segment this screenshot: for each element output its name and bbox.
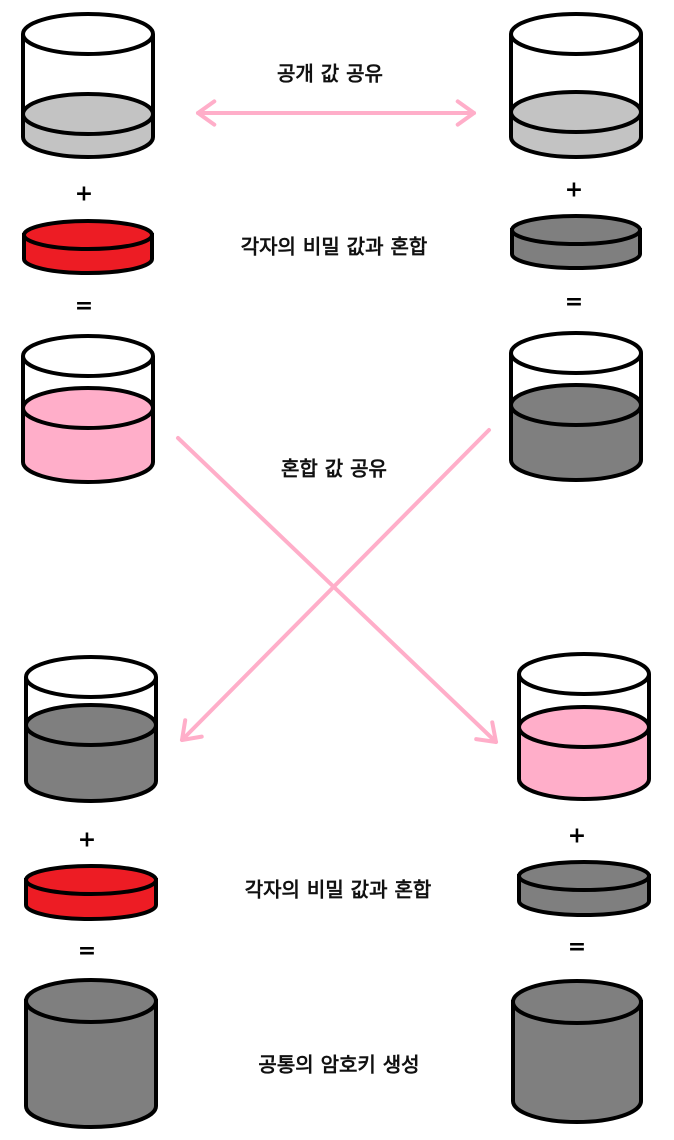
label-share-mixed: 혼합 값 공유 — [281, 456, 387, 481]
equals-sign-top-left: = — [74, 293, 94, 319]
mixed-value-glass-left-pink — [21, 334, 155, 484]
common-key-cylinder-left — [24, 978, 158, 1129]
secret-value-disk-left-red-2 — [24, 864, 158, 921]
plus-sign-top-left: + — [74, 181, 94, 207]
secret-value-disk-right-gray-2 — [517, 860, 651, 917]
mixed-share-arrow-to-left — [180, 428, 491, 742]
received-mixed-glass-right-pink — [517, 652, 651, 801]
plus-sign-top-right: + — [564, 177, 584, 203]
equals-sign-bottom-left: = — [77, 938, 97, 964]
mixed-value-glass-right-gray — [509, 331, 643, 482]
label-mix-secret-top: 각자의 비밀 값과 혼합 — [240, 234, 428, 259]
public-value-glass-left — [21, 12, 155, 159]
label-mix-secret-bottom: 각자의 비밀 값과 혼합 — [244, 877, 432, 902]
public-value-glass-right — [509, 12, 643, 159]
label-common-key: 공통의 암호키 생성 — [258, 1052, 420, 1077]
mixed-share-arrow-to-right — [176, 436, 498, 744]
equals-sign-bottom-right: = — [567, 934, 587, 960]
equals-sign-top-right: = — [564, 289, 584, 315]
plus-sign-bottom-left: + — [77, 827, 97, 853]
plus-sign-bottom-right: + — [567, 823, 587, 849]
label-share-public: 공개 값 공유 — [277, 61, 383, 86]
secret-value-disk-left-red — [22, 219, 154, 275]
common-key-cylinder-right — [511, 979, 643, 1124]
secret-value-disk-right-gray — [510, 214, 642, 270]
public-share-arrow — [196, 99, 476, 127]
received-mixed-glass-left-gray — [24, 655, 158, 803]
